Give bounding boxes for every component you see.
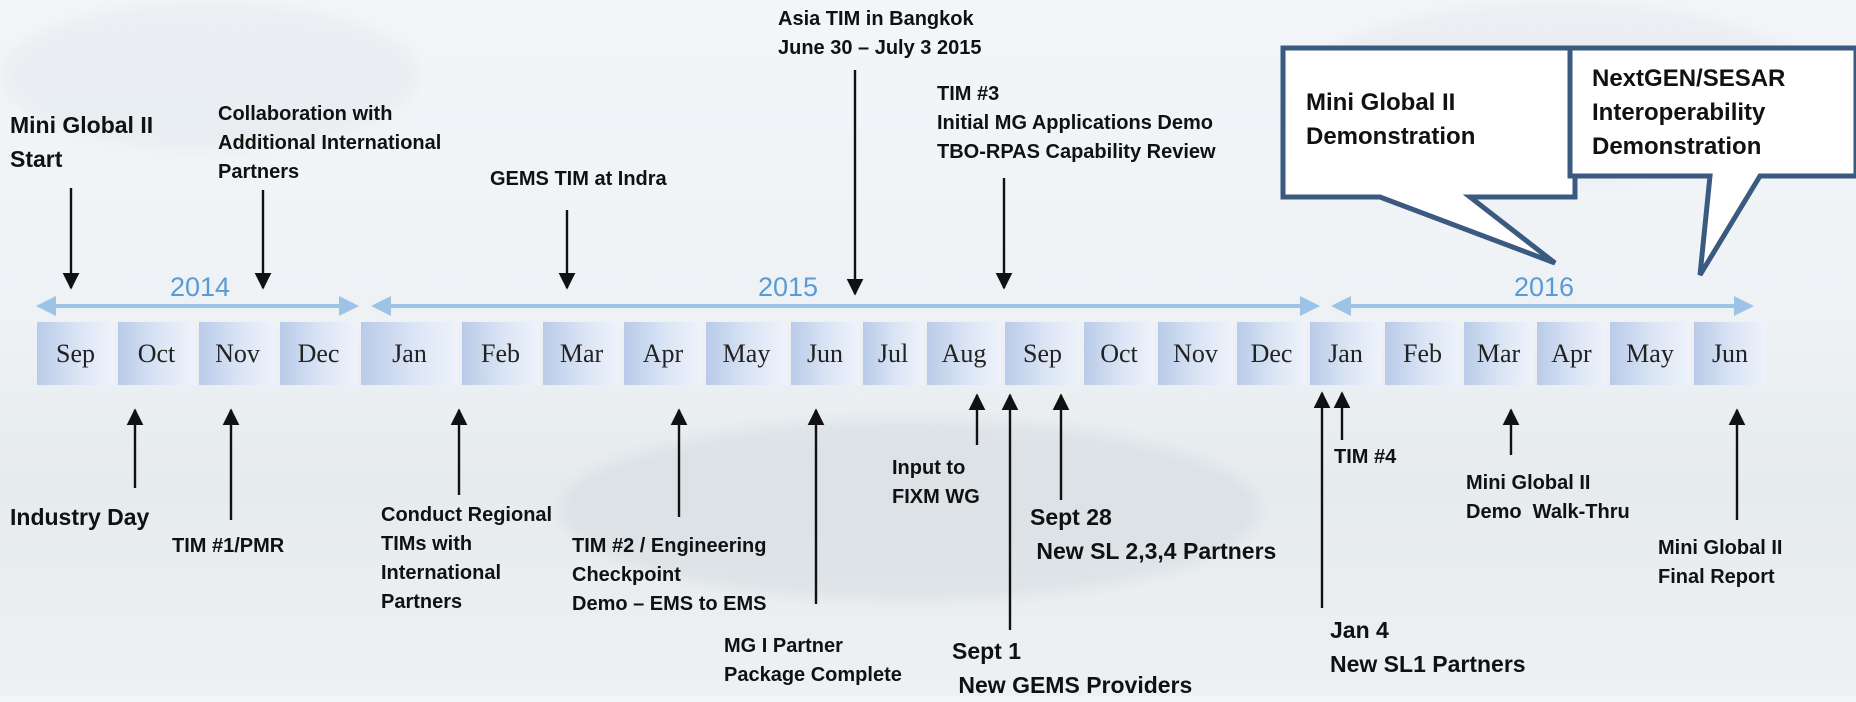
event-regional-tims: Conduct Regional TIMs with International… — [381, 504, 553, 613]
background-aircraft-silhouette — [560, 420, 1260, 600]
callout-mg2-demo: Mini Global II Demonstration — [1306, 89, 1476, 150]
month-cell-2015-05: May — [706, 322, 787, 385]
callout-box-nextgen-sesar — [1567, 45, 1856, 277]
month-cell-2015-07: Jul — [863, 322, 923, 385]
event-mg1-package: MG I Partner Package Complete — [724, 635, 902, 686]
month-cell-2015-03: Mar — [543, 322, 620, 385]
event-industry-day: Industry Day — [10, 504, 150, 530]
year-label-2014: 2014 — [170, 272, 231, 302]
month-cell-2015-01: Jan — [361, 322, 458, 385]
event-tim1-pmr: TIM #1/PMR — [172, 535, 285, 557]
month-cell-2015-10: Oct — [1084, 322, 1154, 385]
month-cell-2015-11: Nov — [1158, 322, 1233, 385]
event-tim4: TIM #4 — [1334, 446, 1397, 468]
background-cloud — [0, 0, 420, 150]
event-sept1: Sept 1 New GEMS Providers — [952, 638, 1193, 698]
month-cell-2015-06: Jun — [791, 322, 859, 385]
month-cell-2015-04: Apr — [624, 322, 702, 385]
month-cell-2016-01: Jan — [1310, 322, 1381, 385]
callout-nextgen-sesar: NextGEN/SESAR Interoperability Demonstra… — [1592, 65, 1786, 160]
month-cell-2016-03: Mar — [1464, 322, 1533, 385]
event-sept28: Sept 28 New SL 2,3,4 Partners — [1030, 504, 1277, 564]
month-cell-2015-02: Feb — [462, 322, 539, 385]
month-cell-2014-11: Nov — [199, 322, 276, 385]
event-jan4: Jan 4 New SL1 Partners — [1330, 617, 1526, 677]
event-asia-tim: Asia TIM in Bangkok June 30 – July 3 201… — [778, 8, 982, 59]
month-cell-2016-06: Jun — [1694, 322, 1766, 385]
month-cell-2014-10: Oct — [118, 322, 195, 385]
event-mini-global-start: Mini Global II Start — [10, 112, 154, 172]
event-tim3: TIM #3 Initial MG Applications Demo TBO-… — [937, 83, 1216, 163]
event-final-report: Mini Global II Final Report — [1658, 537, 1783, 588]
month-cell-2015-08: Aug — [927, 322, 1001, 385]
month-cell-2014-12: Dec — [280, 322, 357, 385]
month-cell-2015-09: Sep — [1005, 322, 1080, 385]
event-collaboration: Collaboration with Additional Internatio… — [218, 103, 442, 183]
year-label-2015: 2015 — [758, 272, 819, 302]
month-cell-2016-05: May — [1610, 322, 1690, 385]
callout-box-mg2-demo — [1280, 45, 1578, 266]
event-walk-thru: Mini Global II Demo Walk-Thru — [1466, 472, 1630, 523]
month-cell-2016-02: Feb — [1385, 322, 1460, 385]
event-fixm-input: Input to FIXM WG — [892, 457, 980, 508]
year-label-2016: 2016 — [1514, 272, 1575, 302]
month-cell-2015-12: Dec — [1237, 322, 1306, 385]
month-cell-2014-09: Sep — [37, 322, 114, 385]
month-cell-2016-04: Apr — [1537, 322, 1606, 385]
event-tim2: TIM #2 / Engineering Checkpoint Demo – E… — [572, 535, 767, 615]
event-gems-tim-indra: GEMS TIM at Indra — [490, 168, 667, 190]
